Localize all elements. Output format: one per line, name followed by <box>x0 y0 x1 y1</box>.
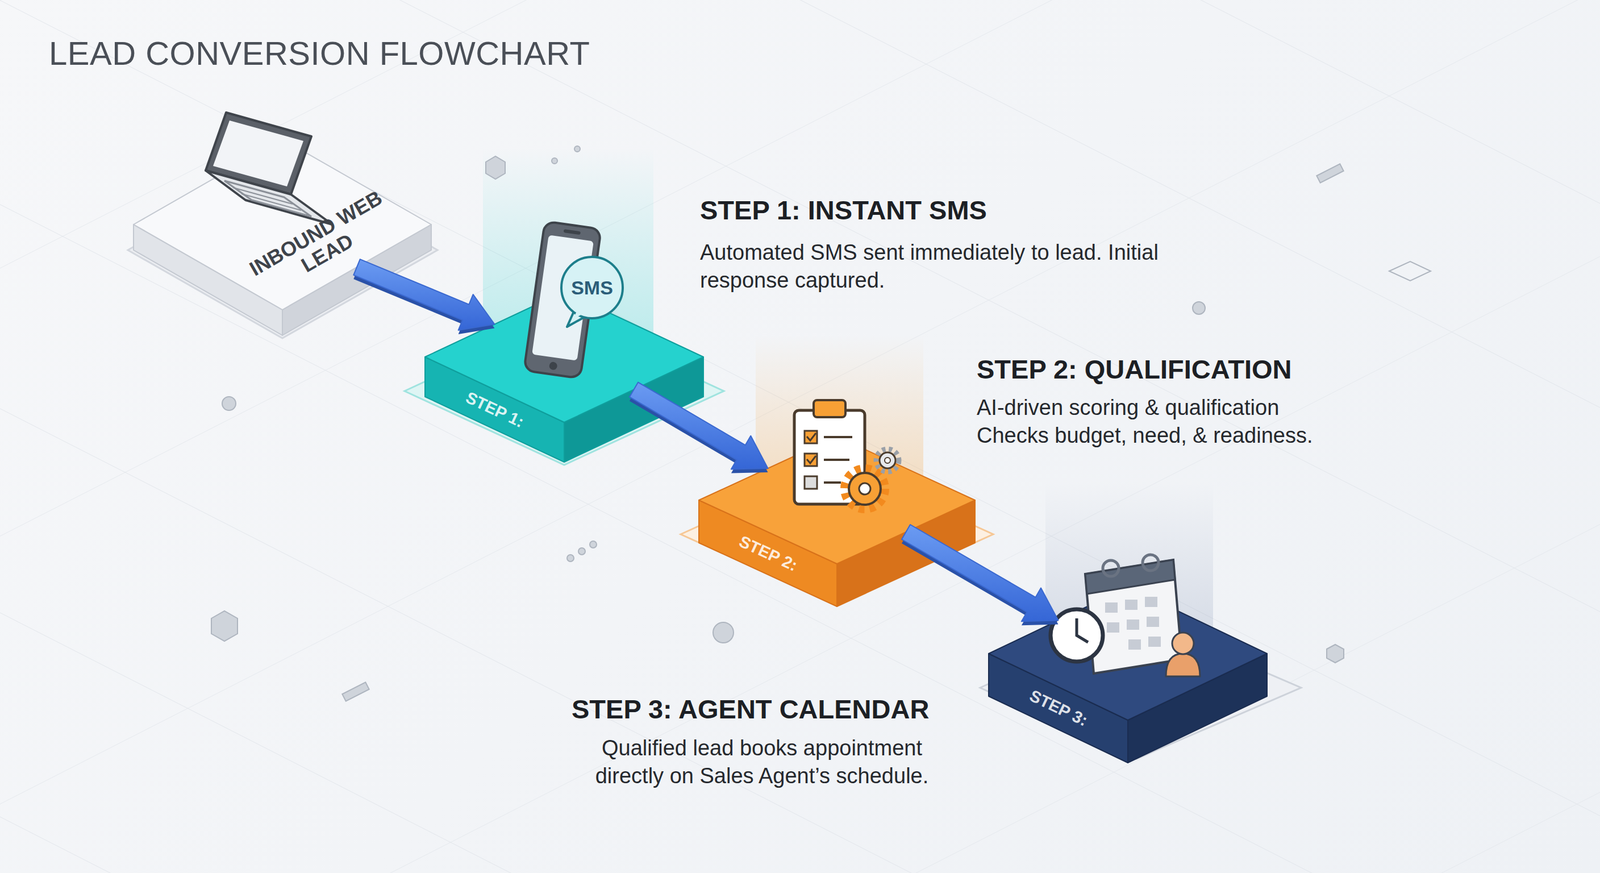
platform-slab <box>698 436 975 607</box>
step-description: AI-driven scoring & qualification Checks… <box>976 393 1352 450</box>
decor-shape <box>574 146 581 152</box>
source-platform: INBOUND WEB LEAD <box>133 139 432 336</box>
decor-shape <box>1326 644 1344 663</box>
decor-shape <box>589 540 597 548</box>
node-label: INBOUND WEB LEAD <box>236 180 407 306</box>
decor-shape <box>1192 301 1206 315</box>
decor-shape <box>211 610 238 641</box>
platform-slab <box>988 586 1268 763</box>
decor-shape <box>1142 554 1159 571</box>
diagram-title: LEAD CONVERSION FLOWCHART <box>48 34 590 73</box>
step-description: Qualified lead books appointment directl… <box>571 734 953 790</box>
platform-slab <box>133 139 432 336</box>
decor-shape <box>804 430 818 444</box>
decor-shape <box>222 396 236 411</box>
decor-shape <box>567 554 574 562</box>
step-tag: STEP 2: <box>735 531 800 575</box>
step-tag: STEP 3: <box>1026 686 1091 731</box>
step-platform: STEP 2:STEP 2: QUALIFICATIONAI-driven sc… <box>698 436 975 607</box>
step-platform: STEP 3:STEP 3: AGENT CALENDARQualified l… <box>988 586 1268 763</box>
decor-shape <box>551 157 558 164</box>
step-heading: STEP 1: INSTANT SMS <box>700 194 987 226</box>
decor-shape <box>578 547 586 555</box>
decor-shape <box>713 622 734 643</box>
slab-top-face <box>133 139 432 310</box>
step-tag: STEP 1: <box>462 387 527 431</box>
decor-shape <box>1389 261 1431 281</box>
step-platform: STEP 1:STEP 1: INSTANT SMSAutomated SMS … <box>425 291 704 462</box>
decor-shape <box>342 681 369 701</box>
decor-shape <box>563 228 582 235</box>
decor-shape <box>485 156 506 179</box>
slab-shadows <box>127 161 1302 759</box>
platform-slab <box>425 291 704 462</box>
decor-shape <box>813 400 846 418</box>
step-heading: STEP 3: AGENT CALENDAR <box>571 693 929 725</box>
icon-label: SMS <box>571 276 614 299</box>
decor-shape <box>1316 163 1344 183</box>
step-description: Automated SMS sent immediately to lead. … <box>700 238 1166 295</box>
step-heading: STEP 2: QUALIFICATION <box>976 353 1292 385</box>
decor-shape <box>1102 560 1119 577</box>
